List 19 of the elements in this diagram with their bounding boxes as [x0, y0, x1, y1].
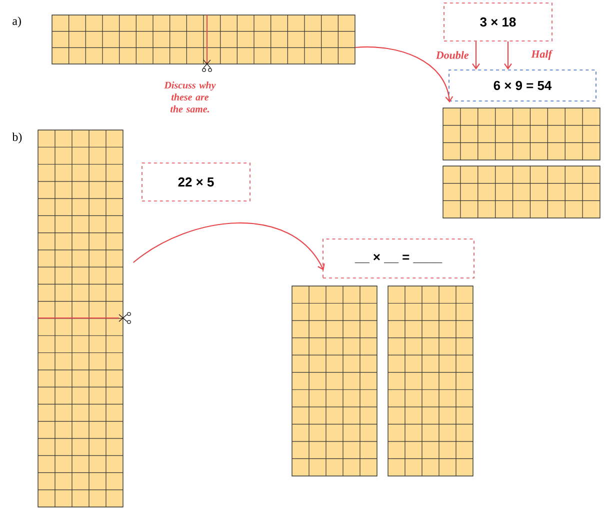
text-box: __ × __ = ____ [322, 238, 474, 278]
arrow [504, 41, 512, 70]
square-grid [52, 14, 356, 64]
text-box: 3 × 18 [444, 2, 552, 42]
part-label: a) [12, 16, 21, 28]
square-grid [442, 166, 600, 218]
edge-label: Double [436, 51, 469, 59]
arrow [472, 41, 480, 70]
note-text: Discuss why these are the same. [164, 82, 216, 112]
edge-label: Half [531, 50, 553, 60]
arrow [355, 46, 454, 103]
text-box: 6 × 9 = 54 [448, 70, 596, 102]
square-grid [442, 108, 600, 160]
square-grid [388, 286, 474, 476]
square-grid [292, 286, 378, 476]
text-box: 22 × 5 [142, 162, 250, 202]
arrow [133, 222, 325, 270]
square-grid [38, 130, 124, 508]
part-label: b) [12, 132, 22, 144]
